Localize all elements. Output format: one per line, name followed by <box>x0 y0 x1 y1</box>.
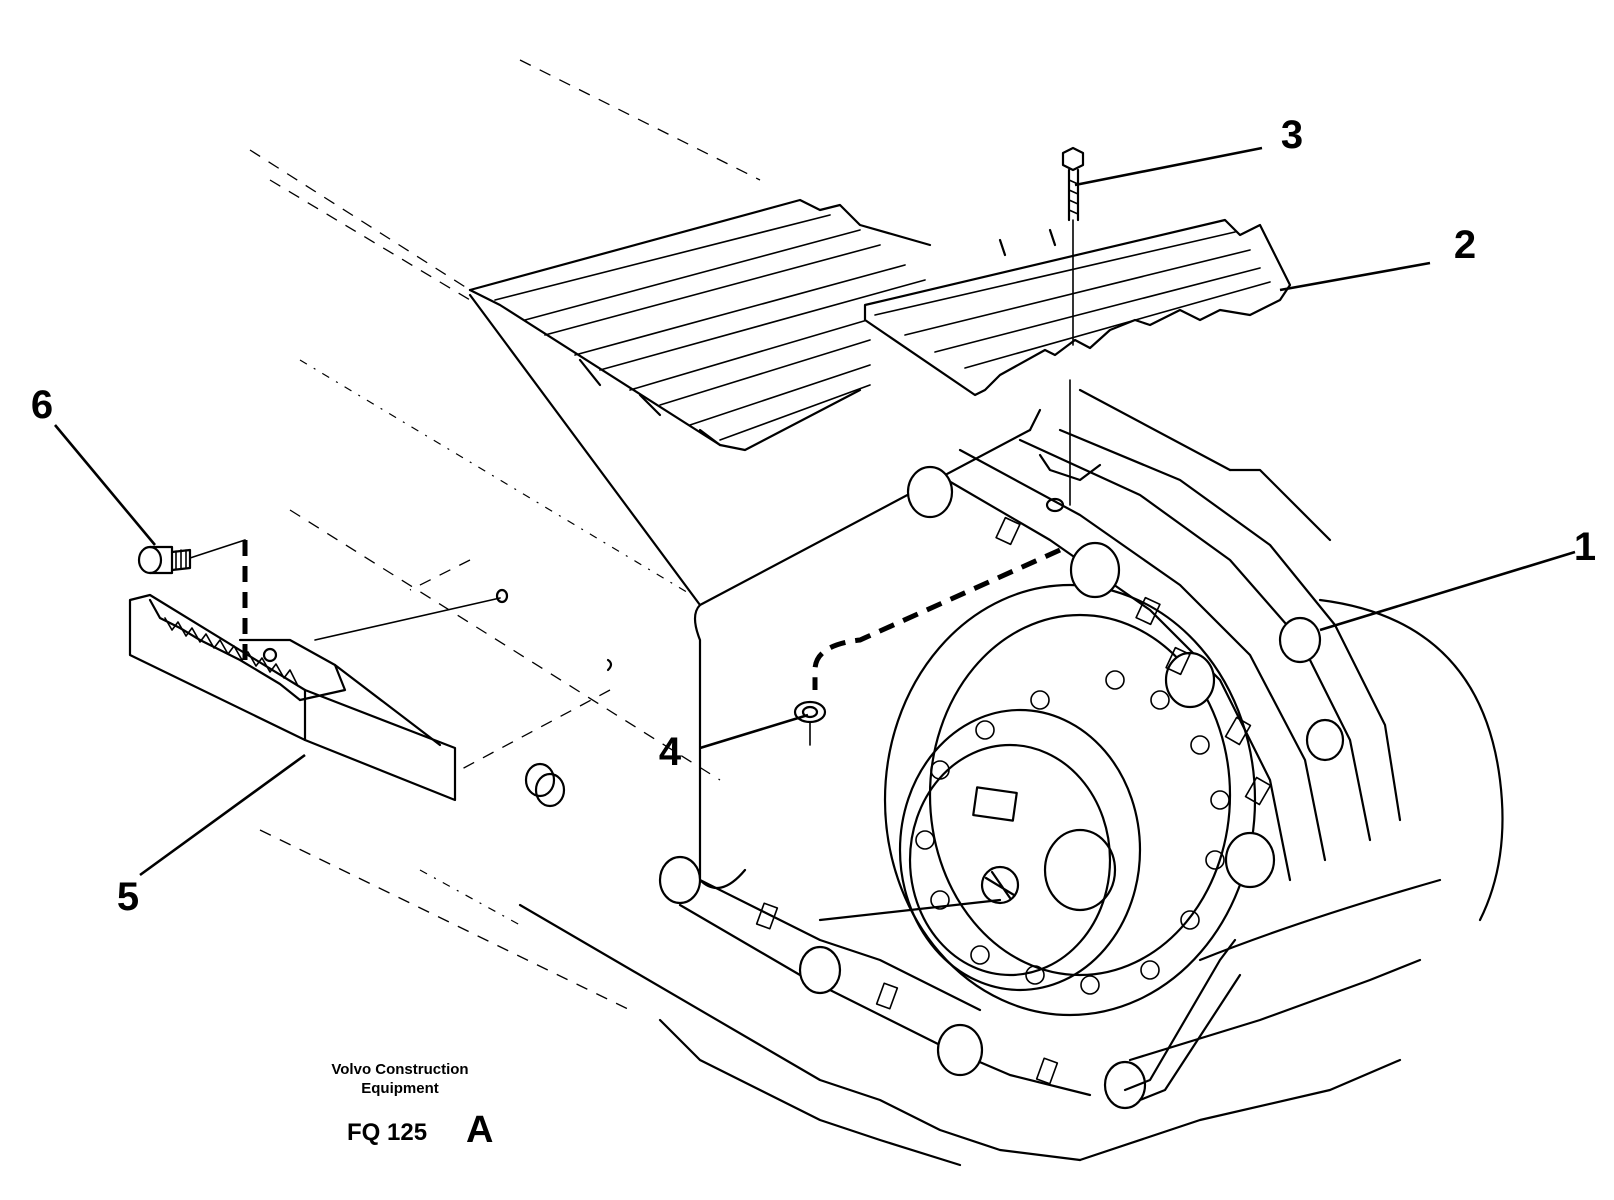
callout-2: 2 <box>1454 223 1476 267</box>
callout-1: 1 <box>1574 525 1596 569</box>
callout-3: 3 <box>1281 113 1303 157</box>
upper-track-shoes <box>468 198 936 452</box>
track-chain-part-1 <box>906 428 1402 889</box>
figure-code-letter: A <box>466 1109 493 1151</box>
step-part-5 <box>128 593 457 802</box>
callout-4: 4 <box>659 730 682 774</box>
callout-leaders <box>54 146 1576 877</box>
track-shoe-part-2 <box>863 218 1292 397</box>
final-drive <box>883 468 1504 1017</box>
assembly-path <box>812 547 1062 690</box>
step-mounting-lines <box>314 588 613 672</box>
figure-code: FQ 125 <box>347 1119 427 1146</box>
nut-part-4 <box>793 700 827 746</box>
lower-track <box>518 762 1442 1167</box>
credit-block: Volvo Construction Equipment FQ 125 A <box>331 1061 493 1151</box>
track-frame-ghost-outline <box>249 59 761 1011</box>
callout-labels: 1 2 3 4 5 6 <box>31 113 1596 919</box>
credit-line-2: Equipment <box>361 1080 439 1097</box>
credit-line-1: Volvo Construction <box>331 1061 468 1078</box>
bolt-part-3 <box>1061 146 1085 506</box>
screw-part-6 <box>137 539 248 670</box>
callout-5: 5 <box>117 875 139 919</box>
callout-6: 6 <box>31 383 53 427</box>
